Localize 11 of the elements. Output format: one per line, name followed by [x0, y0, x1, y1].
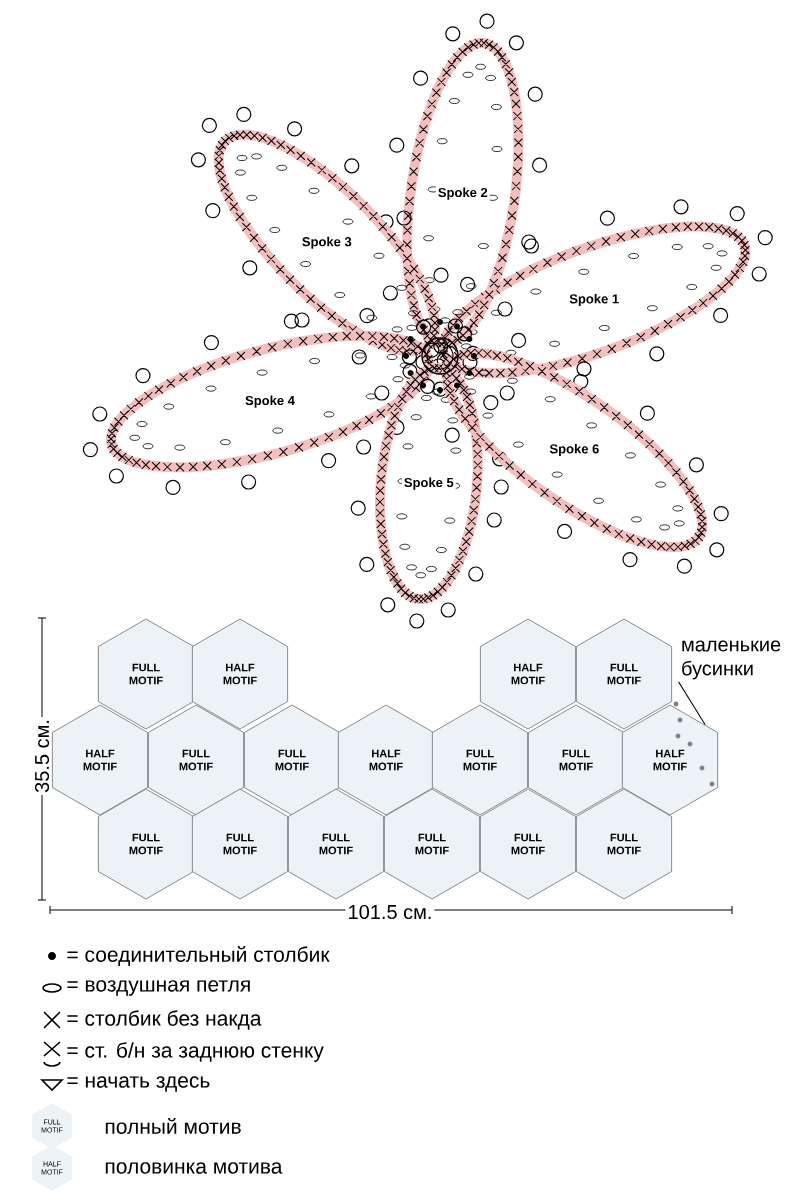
- dimension-label: 101.5 см.: [345, 902, 435, 922]
- legend-text: полный мотив: [105, 1118, 241, 1134]
- legend-text: = столбик без накда: [67, 1010, 262, 1030]
- dimension-label: 35.5 см.: [32, 717, 52, 795]
- note-text: маленькие бусинки: [682, 640, 781, 680]
- legend-text: = соединительный столбик: [67, 946, 330, 966]
- legend-text: половинка мотива: [105, 1162, 283, 1174]
- legend-text: = начать здесь: [67, 1076, 210, 1092]
- legend-text: = воздушная петля: [67, 980, 250, 996]
- legend-text: = ст. б/н за заднюю стенку: [67, 1042, 324, 1062]
- leader-line: [678, 681, 706, 726]
